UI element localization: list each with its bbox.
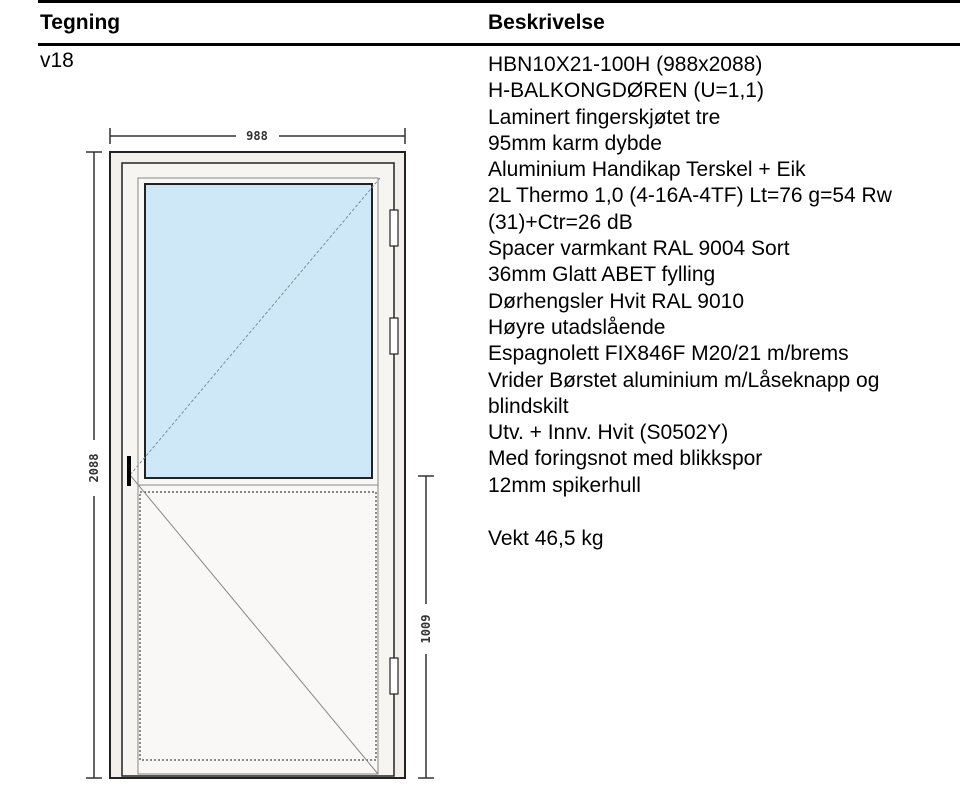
description-line: Spacer varmkant RAL 9004 Sort [488,237,790,261]
description-line: Høyre utadslående [488,315,666,339]
header-rule [38,43,960,46]
lower-panel [139,491,377,761]
description-line: Vrider Børstet aluminium m/Låseknapp og [488,368,880,392]
opening-line-lower [129,474,379,775]
header-drawing: Tegning [40,11,121,34]
hinge-middle [389,317,399,355]
weight-label: Vekt 46,5 kg [488,527,604,550]
description-line: H-BALKONGDØREN (U=1,1) [488,79,764,103]
description-line: HBN10X21-100H (988x2088) [488,53,763,76]
description-line: 2L Thermo 1,0 (4-16A-4TF) Lt=76 g=54 Rw [488,184,892,208]
header-description: Beskrivelse [488,11,605,34]
description-line: blindskilt [488,394,569,418]
width-dimension: 988 [109,128,406,144]
height-dimension: 2088 [86,151,102,779]
description-line: (31)+Ctr=26 dB [488,210,633,234]
description-line: Med foringsnot med blikkspor [488,447,763,471]
description-line: 36mm Glatt ABET fylling [488,263,716,287]
description-line: Utv. + Innv. Hvit (S0502Y) [488,421,729,445]
version-label: v18 [40,49,74,72]
hinge-bottom [389,657,399,695]
description-line: 12mm spikerhull [488,473,641,497]
lower-height-dimension-label: 1009 [419,615,433,644]
description-line: Espagnolett FIX846F M20/21 m/brems [488,342,849,366]
width-dimension-label: 988 [246,129,268,143]
description-list: HBN10X21-100H (988x2088) H-BALKONGDØREN (… [488,52,958,499]
height-dimension-label: 2088 [87,454,101,483]
door-handle [127,456,131,486]
top-rule [38,0,960,3]
lower-height-dimension: 1009 [418,475,434,779]
description-line: Laminert fingerskjøtet tre [488,105,721,129]
description-line: Dørhengsler Hvit RAL 9010 [488,289,744,313]
door-drawing: 988 2088 1009 [86,128,434,779]
hinge-top [389,209,399,247]
description-line: 95mm karm dybde [488,131,662,155]
description-line: Aluminium Handikap Terskel + Eik [488,158,806,182]
